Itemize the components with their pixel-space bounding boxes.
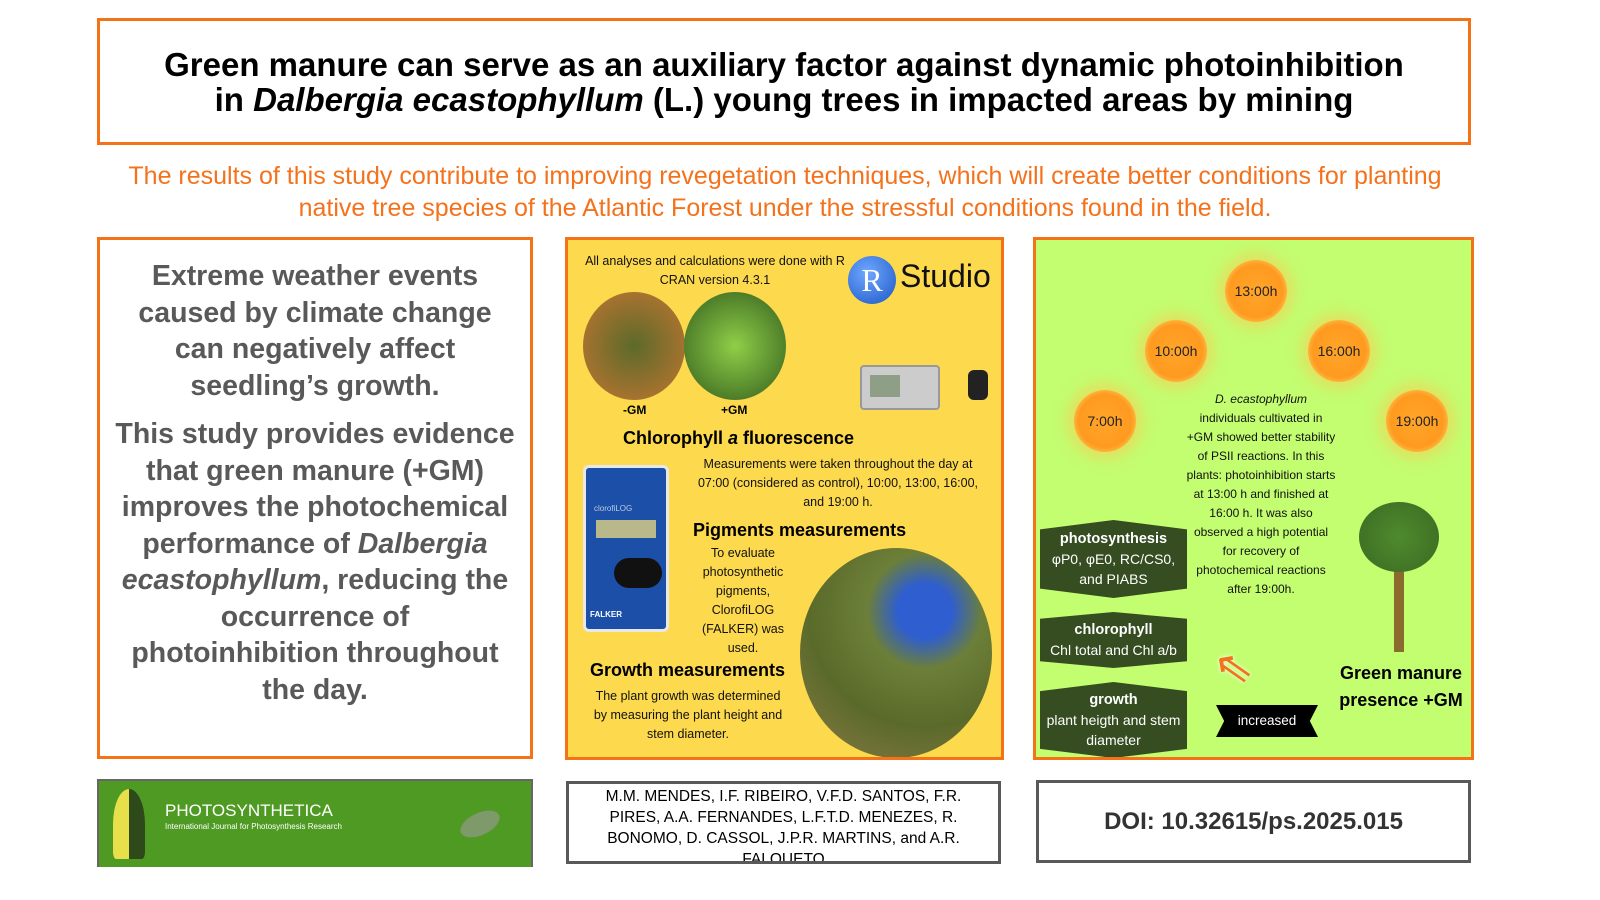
text: , reducing the occurrence of photoinhibi… [131, 564, 509, 706]
intro-panel: Extreme weather events caused by climate… [97, 237, 533, 759]
device-screen [596, 520, 656, 538]
hex-growth: growth plant heigth and stem diameter [1040, 682, 1187, 757]
sensor-icon [968, 370, 988, 400]
pigments-text: To evaluate photosynthetic pigments, Clo… [702, 546, 784, 655]
hex-text: Chl total and Chl a/b [1050, 642, 1177, 658]
journal-name: PHOTOSYNTHETICA [165, 801, 333, 820]
journal-banner: PHOTOSYNTHETICA International Journal fo… [97, 779, 533, 867]
clorofilog-device-icon: clorofiLOG FALKER [583, 465, 669, 632]
leaf-logo-icon [113, 789, 145, 859]
field-photo [800, 548, 992, 757]
title-line-2: in Dalbergia ecastophyllum (L.) young tr… [215, 82, 1354, 117]
intro-paragraph-2: This study provides evidence that green … [114, 416, 516, 708]
sun-16h: 16:00h [1308, 320, 1370, 382]
result-text: D. ecastophyllum individuals cultivated i… [1186, 390, 1336, 599]
intro-paragraph-1: Extreme weather events caused by climate… [138, 260, 492, 402]
authors: M.M. MENDES, I.F. RIBEIRO, V.F.D. SANTOS… [605, 788, 962, 864]
growth-text: The plant growth was determined by measu… [593, 689, 783, 741]
chl-heading: Chlorophyll a fluorescence [623, 428, 854, 449]
species-name: Dalbergia ecastophyllum [121, 527, 488, 597]
doi-box[interactable]: DOI: 10.32615/ps.2025.015 [1036, 780, 1471, 863]
hex-title: growth [1089, 692, 1138, 708]
species-name: Dalbergia ecastophyllum [253, 80, 644, 118]
software-note: All analyses and calculations were done … [585, 254, 845, 287]
photo-plus-gm [684, 292, 786, 400]
green-manure-label: Green manure presence +GM [1339, 663, 1463, 710]
title-text: in [214, 80, 254, 118]
authors-box: M.M. MENDES, I.F. RIBEIRO, V.F.D. SANTOS… [566, 781, 1001, 864]
text: This study provides evidence that green … [115, 418, 515, 560]
rstudio-label: Studio [900, 258, 991, 294]
sun-7h: 7:00h [1074, 390, 1136, 452]
pigments-heading: Pigments measurements [693, 520, 907, 540]
subtitle: The results of this study contribute to … [128, 162, 1442, 222]
title-box: Green manure can serve as an auxiliary f… [97, 18, 1471, 145]
text: a [728, 428, 739, 448]
results-panel: 7:00h 10:00h 13:00h 16:00h 19:00h D. eca… [1033, 237, 1474, 760]
minus-gm-label: -GM [623, 403, 647, 417]
methods-panel: All analyses and calculations were done … [565, 237, 1004, 760]
hex-title: photosynthesis [1059, 531, 1168, 547]
tree-icon [1354, 502, 1446, 652]
increased-ribbon: increased [1216, 705, 1318, 737]
text: Chlorophyll [623, 428, 728, 448]
arrow-up-left-icon: ⇖ [1209, 638, 1257, 696]
journal-tagline: International Journal for Photosynthesis… [165, 822, 342, 831]
hex-photosynthesis: photosynthesis φP0, φE0, RC/CS0, and PIAB… [1040, 520, 1187, 598]
sun-19h: 19:00h [1386, 390, 1448, 452]
leaf-icon [456, 805, 504, 843]
fluorometer-icon [860, 365, 940, 410]
doi-link[interactable]: DOI: 10.32615/ps.2025.015 [1104, 808, 1403, 835]
chl-text: Measurements were taken throughout the d… [697, 457, 979, 509]
plus-gm-label: +GM [721, 403, 748, 417]
sun-13h: 13:00h [1225, 260, 1287, 322]
sun-10h: 10:00h [1145, 320, 1207, 382]
hex-title: chlorophyll [1074, 622, 1153, 638]
photo-minus-gm [583, 292, 685, 400]
device-buttons [614, 558, 662, 588]
rstudio-logo-icon: R [848, 256, 896, 304]
device-name: clorofiLOG [594, 504, 633, 513]
text: fluorescence [738, 428, 855, 448]
hex-text: φP0, φE0, RC/CS0, and PIABS [1051, 551, 1176, 587]
text: individuals cultivated in +GM showed bet… [1186, 411, 1336, 596]
title-line-1: Green manure can serve as an auxiliary f… [164, 45, 1404, 83]
device-brand: FALKER [590, 610, 622, 619]
hex-text: plant heigth and stem diameter [1046, 712, 1181, 748]
species-name: D. ecastophyllum [1214, 392, 1308, 406]
title-text: (L.) young trees in impacted areas by mi… [643, 80, 1354, 118]
growth-heading: Growth measurements [590, 660, 786, 680]
